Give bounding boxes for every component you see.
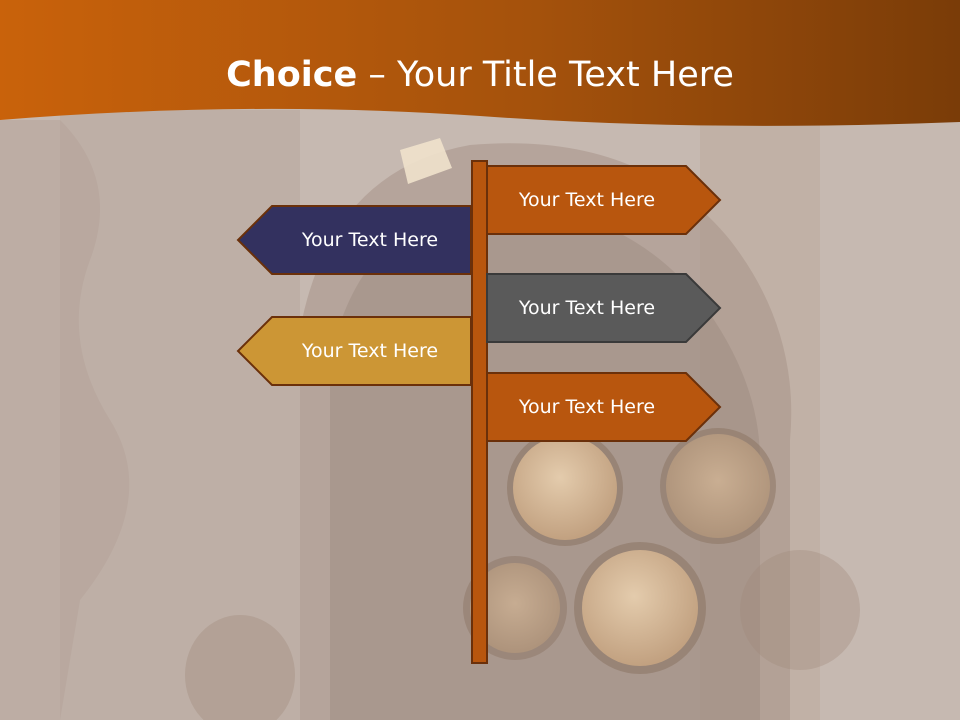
signpost-arrow-right-1: Your Text Here xyxy=(486,165,722,235)
title-regular-text: – Your Title Text Here xyxy=(357,55,734,95)
sign-label: Your Text Here xyxy=(518,297,656,319)
slide-title: Choice – Your Title Text Here xyxy=(0,52,960,98)
title-bold-text: Choice xyxy=(226,55,358,95)
signpost-arrow-left-2: Your Text Here xyxy=(236,316,472,386)
signpost-arrow-right-3: Your Text Here xyxy=(486,372,722,442)
sign-label: Your Text Here xyxy=(518,189,656,211)
sign-label: Your Text Here xyxy=(301,340,439,362)
signpost-arrow-left-1: Your Text Here xyxy=(236,205,472,275)
sign-label: Your Text Here xyxy=(301,229,439,251)
signpost-arrow-right-2: Your Text Here xyxy=(486,273,722,343)
sign-label: Your Text Here xyxy=(518,396,656,418)
